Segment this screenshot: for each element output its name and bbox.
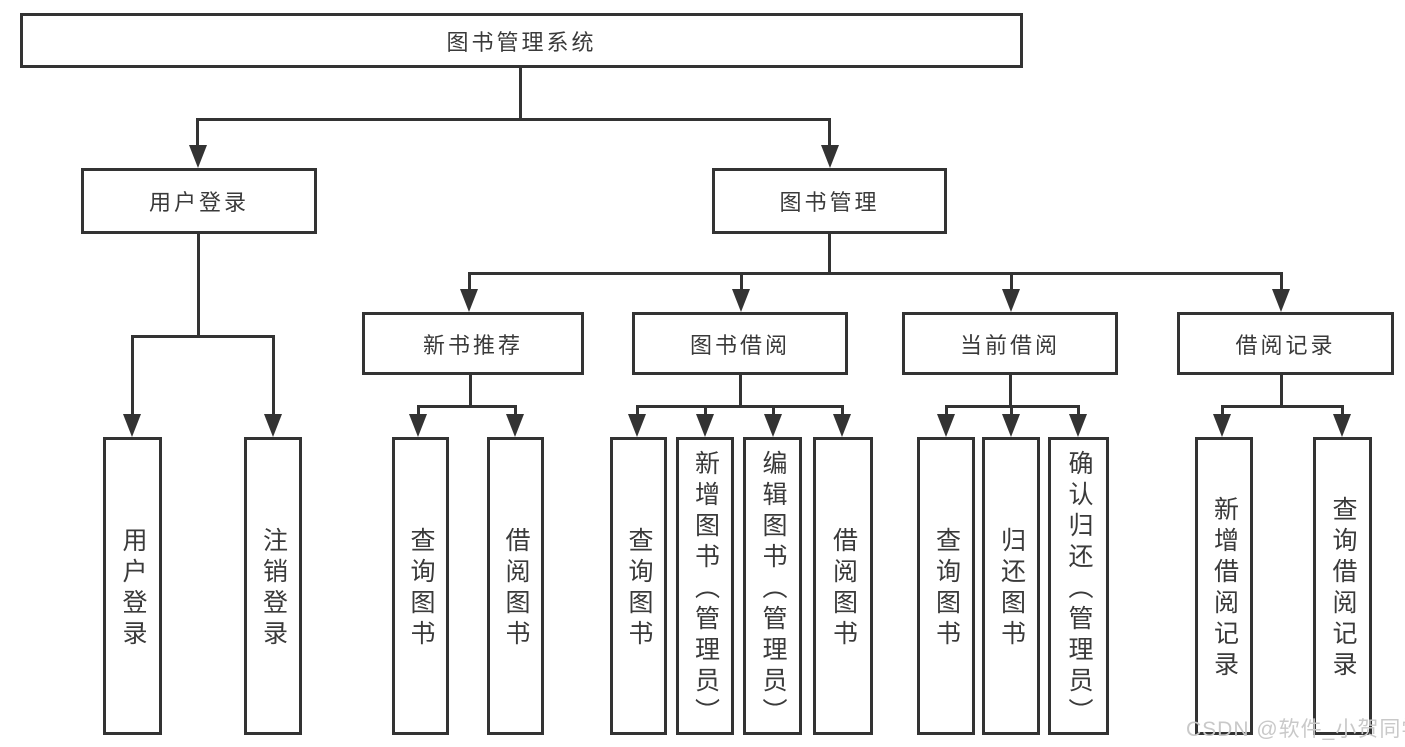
leaf-add-books-admin: 新增图书（管理员）: [676, 437, 734, 735]
connector-drop-leaf13: [1340, 405, 1344, 419]
leaf-user-login: 用户登录: [103, 437, 162, 735]
connector-drop-leaf8: [840, 405, 844, 419]
connector-drop-leaf5: [635, 405, 639, 419]
connector-user-login-stem: [196, 234, 200, 337]
csdn-watermark: CSDN @软件_小贺同学: [1186, 718, 1405, 741]
connector-drop-leaf-login: [130, 335, 134, 417]
arrowhead-user-login-icon: [188, 145, 207, 168]
connector-drop-leaf4: [513, 405, 517, 419]
leaf-confirm-return-admin: 确认归还（管理员）: [1048, 437, 1109, 735]
connector-book-borrow-stem: [738, 375, 742, 408]
connector-drop-book-mgmt: [828, 118, 831, 148]
leaf-query-borrow-record: 查询借阅记录: [1313, 437, 1372, 735]
arrowhead-leaf5-icon: [628, 414, 646, 437]
arrowhead-book-borrow-icon: [732, 289, 750, 312]
connector-borrow-records-branch: [1220, 405, 1344, 408]
connector-new-books-stem: [468, 375, 472, 408]
leaf-add-borrow-record: 新增借阅记录: [1195, 437, 1253, 735]
connector-current-borrow-stem: [1008, 375, 1012, 408]
connector-drop-borrow-records: [1279, 272, 1283, 292]
node-book-mgmt: 图书管理: [712, 168, 947, 234]
arrowhead-leaf4-icon: [506, 414, 524, 437]
connector-drop-leaf6: [703, 405, 707, 419]
connector-new-books-branch: [416, 405, 517, 408]
arrowhead-book-mgmt-icon: [820, 145, 839, 168]
node-new-books: 新书推荐: [362, 312, 584, 375]
connector-drop-leaf9: [944, 405, 948, 419]
node-root: 图书管理系统: [20, 13, 1023, 68]
connector-drop-leaf12: [1220, 405, 1224, 419]
connector-drop-leaf10: [1009, 405, 1013, 419]
leaf-borrow-books-newbooks: 借阅图书: [487, 437, 544, 735]
arrowhead-leaf11-icon: [1069, 414, 1087, 437]
arrowhead-leaf7-icon: [764, 414, 782, 437]
arrowhead-leaf13-icon: [1333, 414, 1351, 437]
connector-drop-book-borrow: [739, 272, 743, 292]
arrowhead-leaf-logout-icon: [264, 414, 282, 437]
connector-drop-current-borrow: [1009, 272, 1013, 292]
arrowhead-leaf8-icon: [833, 414, 851, 437]
arrowhead-leaf9-icon: [937, 414, 955, 437]
node-borrow-records: 借阅记录: [1177, 312, 1394, 375]
leaf-edit-books-admin: 编辑图书（管理员）: [743, 437, 802, 735]
connector-drop-user-login: [196, 118, 199, 148]
connector-borrow-records-stem: [1279, 375, 1283, 408]
arrowhead-current-borrow-icon: [1002, 289, 1020, 312]
leaf-query-books-borrow: 查询图书: [610, 437, 667, 735]
connector-drop-new-books: [467, 272, 471, 292]
arrowhead-leaf10-icon: [1002, 414, 1020, 437]
node-book-borrow: 图书借阅: [632, 312, 848, 375]
node-current-borrow: 当前借阅: [902, 312, 1118, 375]
arrowhead-new-books-icon: [460, 289, 478, 312]
connector-drop-leaf7: [771, 405, 775, 419]
arrowhead-leaf6-icon: [696, 414, 714, 437]
connector-book-mgmt-stem: [827, 234, 831, 274]
arrowhead-leaf-login-icon: [123, 414, 141, 437]
connector-drop-leaf3: [416, 405, 420, 419]
connector-book-borrow-branch: [635, 405, 844, 408]
arrowhead-leaf12-icon: [1213, 414, 1231, 437]
arrowhead-leaf3-icon: [409, 414, 427, 437]
connector-drop-leaf-logout: [271, 335, 275, 417]
leaf-return-books: 归还图书: [982, 437, 1040, 735]
connector-user-login-branch: [130, 335, 275, 338]
node-user-login: 用户登录: [81, 168, 317, 234]
connector-root-branch: [196, 118, 831, 121]
connector-book-mgmt-branch: [467, 272, 1283, 275]
leaf-query-books-current: 查询图书: [917, 437, 975, 735]
connector-root-stem: [519, 68, 522, 120]
leaf-query-books-newbooks: 查询图书: [392, 437, 449, 735]
connector-drop-leaf11: [1076, 405, 1080, 419]
leaf-borrow-books-borrow: 借阅图书: [813, 437, 873, 735]
leaf-logout: 注销登录: [244, 437, 302, 735]
arrowhead-borrow-records-icon: [1272, 289, 1290, 312]
